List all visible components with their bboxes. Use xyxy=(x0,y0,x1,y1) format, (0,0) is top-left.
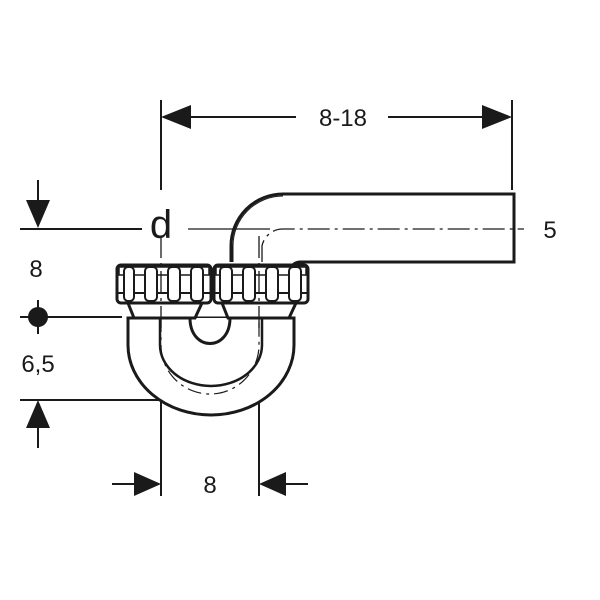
bottom-width-label: 8 xyxy=(203,472,216,499)
arrow-up-icon xyxy=(26,400,50,428)
outlet-pipe xyxy=(229,192,524,273)
inlet-centerlines xyxy=(160,236,260,330)
left-nut xyxy=(115,263,213,320)
arrow-right-icon xyxy=(134,472,161,496)
arrow-right-icon xyxy=(482,105,512,129)
left-upper-label: 8 xyxy=(29,256,42,283)
dimension-top-width xyxy=(160,100,513,190)
pipe-right-label: 5 xyxy=(543,217,556,244)
dimension-left-bottom xyxy=(20,399,180,448)
dimension-left-top xyxy=(20,180,142,230)
pipe-diameter-label: d xyxy=(150,203,172,247)
right-nut xyxy=(212,263,310,320)
top-width-label: 8-18 xyxy=(319,105,367,132)
arrow-down-icon xyxy=(26,200,50,228)
arrow-left-icon xyxy=(259,472,286,496)
arrow-left-icon xyxy=(161,105,191,129)
left-lower-label: 6,5 xyxy=(21,351,54,378)
u-trap-body xyxy=(126,316,296,417)
dimension-left-point xyxy=(20,300,122,334)
